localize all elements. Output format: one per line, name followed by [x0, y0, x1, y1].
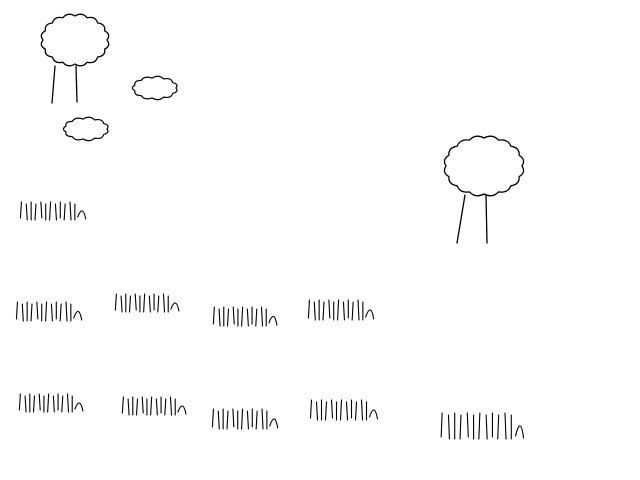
grass-tuft-icon — [114, 293, 180, 313]
grass-tuft-icon — [309, 399, 379, 421]
grass-tuft-icon — [15, 301, 83, 322]
grass-tuft-icon — [121, 396, 187, 416]
grass-tuft-icon — [212, 306, 278, 327]
grass-tuft-icon — [307, 299, 375, 321]
grass-tuft-icon — [19, 201, 87, 221]
grass-tuft-icon — [18, 393, 84, 413]
tree-icon — [40, 13, 110, 104]
grass-tuft-icon — [440, 412, 525, 440]
tree-icon — [443, 135, 525, 244]
drawing-layer — [15, 13, 525, 440]
grass-tuft-icon — [211, 408, 279, 430]
bush-icon — [131, 75, 178, 101]
bush-icon — [62, 116, 109, 142]
